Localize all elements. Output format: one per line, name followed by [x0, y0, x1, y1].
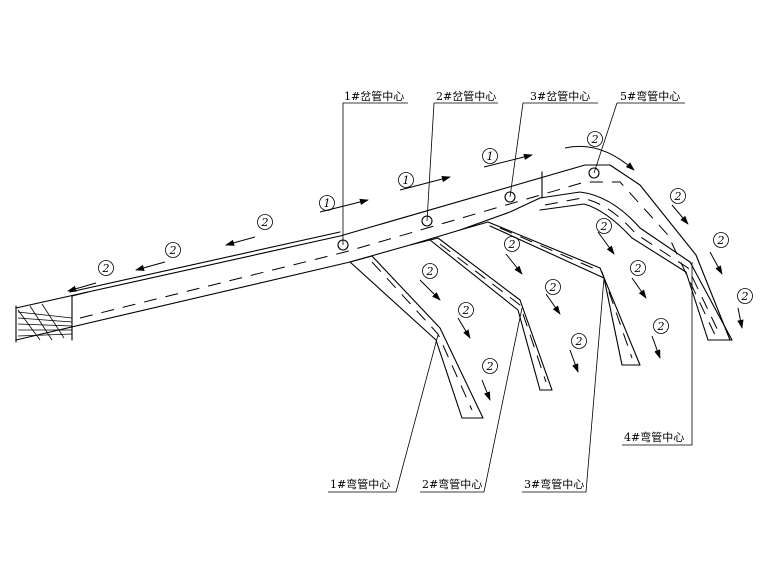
svg-text:2: 2 — [741, 290, 749, 303]
svg-text:1: 1 — [403, 174, 410, 187]
flow-mark-2-f: 2 — [713, 232, 729, 248]
svg-text:2: 2 — [486, 360, 494, 373]
flow-mark-1-c: 1 — [482, 148, 498, 164]
tee3-center-marker — [504, 191, 516, 203]
svg-text:2: 2 — [600, 220, 608, 233]
branch-pipe-2 — [409, 237, 553, 391]
bend5-label: 5#弯管中心 — [620, 89, 680, 103]
svg-text:2: 2 — [591, 133, 599, 146]
bend3-label: 3#弯管中心 — [524, 477, 584, 491]
tee3-label: 3#岔管中心 — [530, 89, 590, 103]
bend5-center-marker — [588, 167, 600, 179]
svg-text:2: 2 — [462, 304, 470, 317]
reducer-fitting — [15, 303, 73, 343]
bend4-label: 4#弯管中心 — [624, 430, 684, 444]
flow-mark-2-o: 2 — [630, 260, 646, 276]
svg-text:2: 2 — [634, 262, 642, 275]
tee2-label: 2#岔管中心 — [436, 89, 496, 103]
flow-arrows — [67, 145, 744, 401]
bottom-leaders — [328, 262, 693, 493]
svg-text:2: 2 — [657, 320, 665, 333]
flow-mark-2-e: 2 — [670, 188, 686, 204]
branch-pipe-1 — [349, 255, 484, 419]
svg-text:2: 2 — [575, 335, 583, 348]
bend2-label: 2#弯管中心 — [422, 477, 482, 491]
svg-text:2: 2 — [169, 244, 177, 257]
svg-text:2: 2 — [717, 234, 725, 247]
flow-mark-2-h: 2 — [422, 263, 438, 279]
svg-text:2: 2 — [426, 265, 434, 278]
flow-mark-2-m: 2 — [571, 333, 587, 349]
svg-text:2: 2 — [261, 216, 269, 229]
flow-mark-2-c: 2 — [257, 214, 273, 230]
svg-text:1: 1 — [324, 197, 331, 210]
svg-text:2: 2 — [674, 190, 682, 203]
flow-mark-2-d: 2 — [587, 131, 603, 147]
flow-mark-2-p: 2 — [653, 318, 669, 334]
flow-mark-2-k: 2 — [504, 236, 520, 252]
flow-mark-1-b: 1 — [398, 172, 414, 188]
center-markers — [337, 167, 600, 251]
svg-text:2: 2 — [102, 262, 110, 275]
flow-mark-2-n: 2 — [596, 218, 612, 234]
top-leaders — [342, 102, 685, 245]
main-pipe — [15, 164, 731, 341]
flow-mark-1-a: 1 — [319, 195, 335, 211]
flow-mark-2-l: 2 — [545, 279, 561, 295]
flow-mark-2-g: 2 — [737, 288, 753, 304]
flow-mark-2-i: 2 — [458, 302, 474, 318]
bend1-label: 1#弯管中心 — [330, 477, 390, 491]
svg-text:2: 2 — [549, 281, 557, 294]
svg-text:2: 2 — [508, 238, 516, 251]
flow-mark-2-j: 2 — [482, 358, 498, 374]
flow-number-markers: 2 2 2 1 1 1 2 2 2 2 2 2 2 2 2 2 2 2 2 — [98, 131, 753, 374]
flow-mark-2-b: 2 — [165, 242, 181, 258]
tee1-label: 1#岔管中心 — [344, 89, 404, 103]
flow-mark-2-a: 2 — [98, 260, 114, 276]
svg-text:1: 1 — [487, 150, 494, 163]
branch-pipe-4 — [539, 191, 733, 341]
